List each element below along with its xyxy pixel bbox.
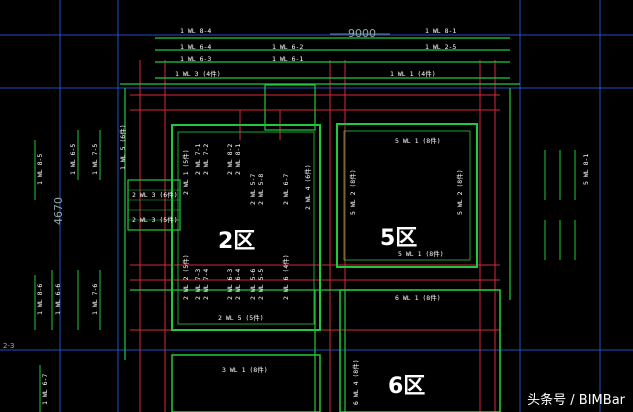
label-zone2-4: 2 WL 8-1 [234,144,242,175]
label-zone2-10: 2 WL 3 (5件) [132,215,178,224]
label-zone2-3: 2 WL 8-2 [226,144,234,175]
label-zone2-5: 2 WL 5-7 [249,174,257,205]
label-zone5-5: 6 WL 1 (8件) [395,293,441,302]
label-left-6: 1 WL 6-7 [41,374,49,405]
zone-5-title: 5区 [380,226,417,251]
dimension-text: 9000 [348,27,376,40]
label-zone2-0: 2 WL 1 (5件) [181,149,190,195]
label-zone2-17: 2 WL 5-5 [257,269,265,300]
label-left-3: 1 WL 8-6 [36,284,44,315]
label-zone2-14: 2 WL 6-3 [226,269,234,300]
label-left-4: 1 WL 6-6 [54,284,62,315]
label-top-1: 1 WL 6-4 [180,43,211,51]
label-top-8: 1 WL 1 (4件) [390,69,436,78]
label-zone2-16: 2 WL 5-6 [249,269,257,300]
green-outline-lines [120,37,520,412]
label-zone5-1: 5 WL 2 (8件) [348,169,357,215]
right-tick-strips [544,150,576,260]
label-left-0: 1 WL 8-5 [36,154,44,185]
label-top-4: 1 WL 2-5 [425,43,456,51]
label-zone6-0: 3 WL 1 (8件) [222,365,268,374]
label-top-0: 1 WL 8-4 [180,27,211,35]
label-top-5: 1 WL 6-3 [180,55,211,63]
zone3-boundary [171,354,321,412]
label-top-6: 1 WL 6-1 [272,55,303,63]
label-zone2-2: 2 WL 7-2 [202,144,210,175]
label-zone2-12: 2 WL 7-3 [194,269,202,300]
connector-box [264,84,316,131]
zone-6-title: 6区 [388,374,425,399]
zone-2-title: 2区 [218,229,255,254]
axis-label: 2-3 [3,342,14,350]
zone6-boundary [339,289,501,412]
label-top-3: 1 WL 8-1 [425,27,456,35]
left-tick-strips [34,130,101,412]
zone5-boundary [336,123,478,268]
label-zone2-13: 2 WL 7-4 [202,269,210,300]
zone2-inner [177,131,315,325]
label-zone2-6: 2 WL 5-8 [257,174,265,205]
label-zone5-3: 5 WL 1 (8件) [398,249,444,258]
label-left-2: 1 WL 7-5 [91,144,99,175]
label-zone2-7: 2 WL 6-7 [282,174,290,205]
label-zone2-1: 2 WL 7-1 [194,144,202,175]
zone5-inner [343,130,471,261]
label-left-5: 1 WL 7-6 [91,284,99,315]
label-zone5-4: 5 WL 8-1 [582,154,590,185]
label-top-7: 1 WL 3 (4件) [175,69,221,78]
label-zone2-8: 2 WL 4 (6件) [303,164,312,210]
dimension-left-text: 4670 [52,197,65,225]
label-zone5-2: 5 WL 2 (8件) [455,169,464,215]
label-zone2-9: 2 WL 3 (6件) [132,190,178,199]
hatched-column [127,179,181,231]
label-top-2: 1 WL 6-2 [272,43,303,51]
label-zone2-15: 2 WL 6-4 [234,269,242,300]
label-left-1: 1 WL 6-5 [69,144,77,175]
label-zone5-0: 5 WL 1 (8件) [395,136,441,145]
zone2-boundary [171,124,321,331]
watermark: 头条号 / BIMBar [527,393,625,408]
label-zone2-11: 2 WL 2 (5件) [181,254,190,300]
hatch-lines [128,189,180,221]
label-zone2-18: 2 WL 6 (4件) [281,254,290,300]
label-zone2-19: 2 WL 5 (5件) [218,313,264,322]
label-left-7: 1 WL 5 (6件) [118,124,127,170]
label-zone6-1: 6 WL 4 (8件) [351,359,360,405]
